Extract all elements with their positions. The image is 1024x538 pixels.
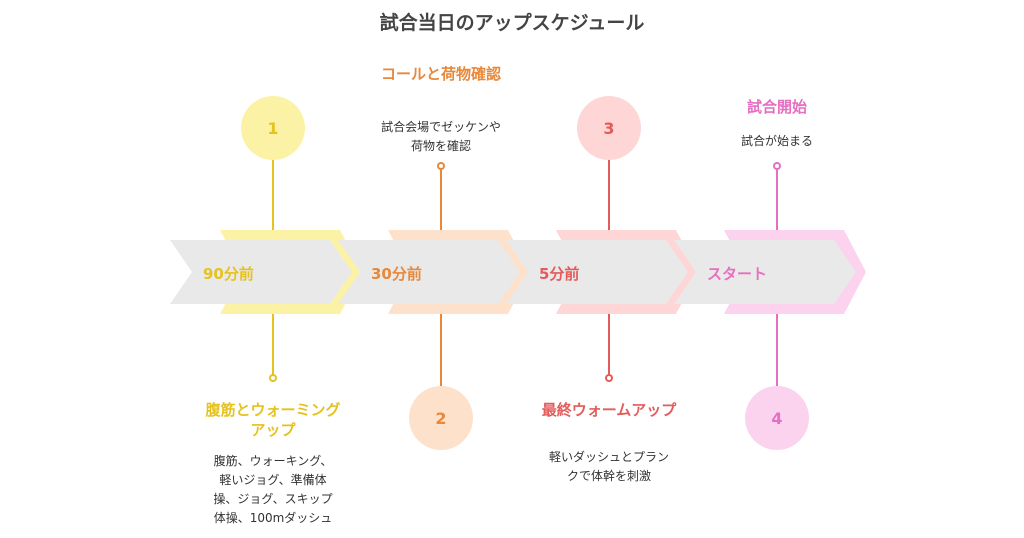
step-heading-1: 腹筋とウォーミングアップ (205, 401, 341, 439)
time-label-2: 30分前 (371, 265, 422, 283)
time-label-4: スタート (707, 265, 768, 283)
step-number-4: 4 (745, 386, 809, 450)
chevron-1 (170, 240, 352, 304)
time-label-1: 90分前 (203, 265, 254, 283)
diagram-title: 試合当日のアップスケジュール (379, 12, 645, 34)
connector-dot-2 (437, 162, 445, 170)
step-number-3: 3 (577, 96, 641, 160)
chevron-4 (674, 240, 856, 304)
connector-dot-4 (773, 162, 781, 170)
step-number-1: 1 (241, 96, 305, 160)
step-description-1: 腹筋、ウォーキング、軽いジョグ、準備体操、ジョグ、スキップ体操、100mダッシュ (213, 454, 333, 525)
step-heading-3: 最終ウォームアップ (541, 401, 677, 419)
chevron-2 (338, 240, 520, 304)
step-number-2: 2 (409, 386, 473, 450)
step-description-4: 試合が始まる (740, 134, 813, 148)
step-description-3: 軽いダッシュとプランクで体幹を刺激 (548, 450, 669, 483)
step-heading-4: 試合開始 (746, 98, 807, 116)
connector-dot-3 (605, 374, 613, 382)
connector-dot-1 (269, 374, 277, 382)
step-heading-2: コールと荷物確認 (380, 65, 501, 83)
step-description-2: 試合会場でゼッケンや荷物を確認 (381, 120, 501, 153)
chevron-3 (506, 240, 688, 304)
time-label-3: 5分前 (539, 265, 580, 283)
